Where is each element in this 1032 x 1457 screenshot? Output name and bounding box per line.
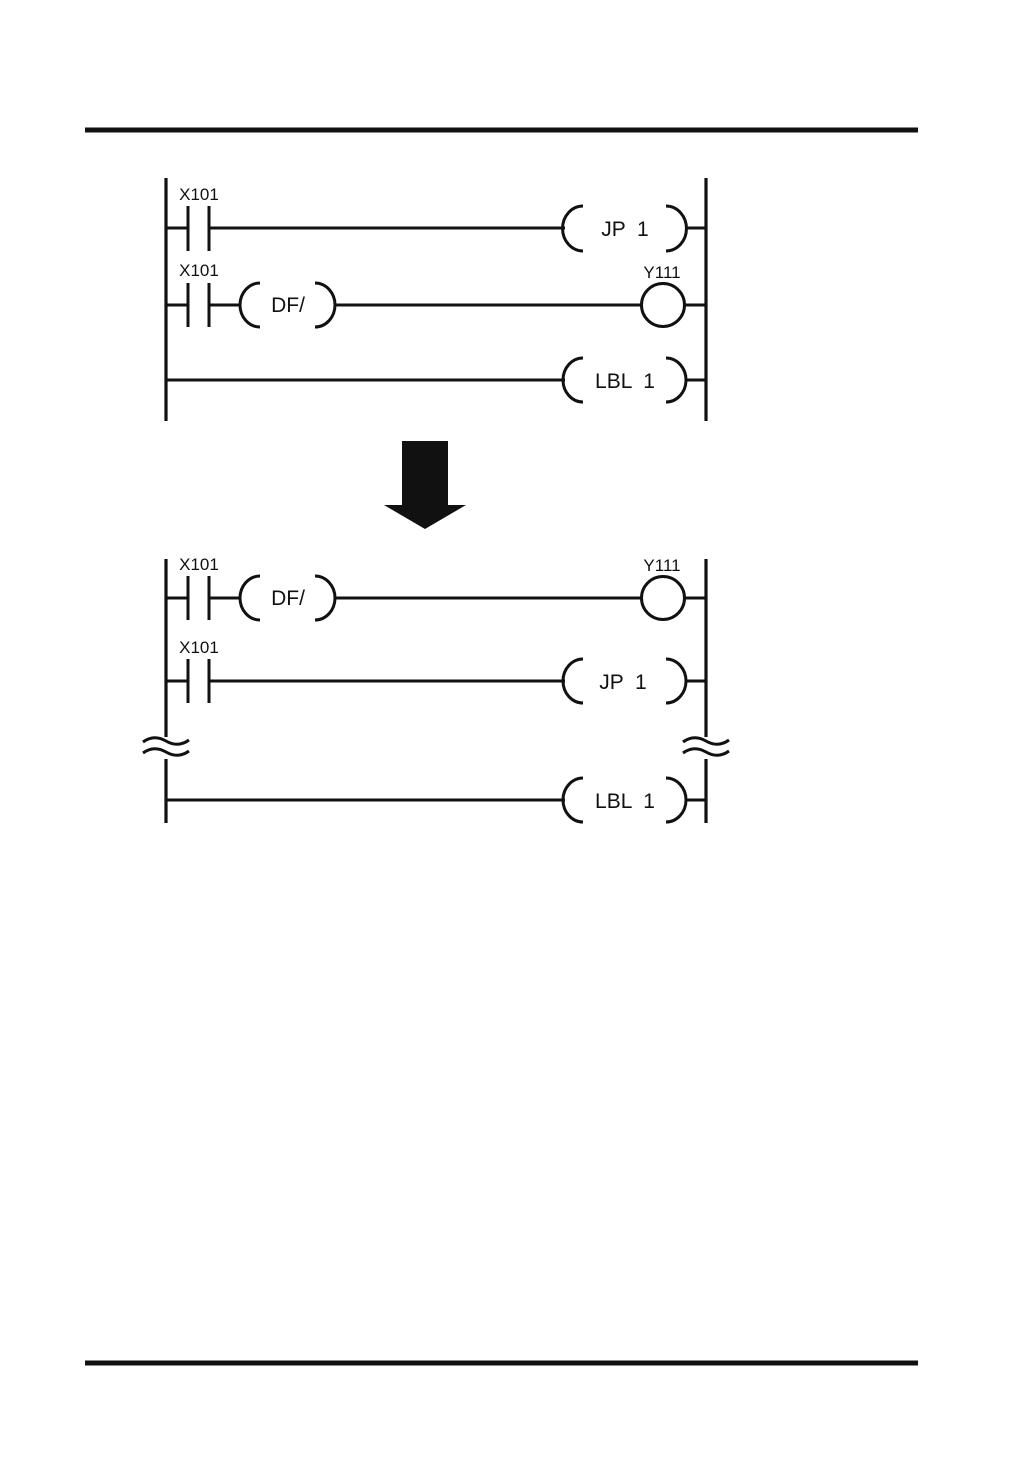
contact-label: X101 xyxy=(179,261,219,280)
jp-instruction-label: JP 1 xyxy=(599,671,646,694)
bottom-rung-3: LBL 1 xyxy=(166,778,706,822)
contact-x101-symbol xyxy=(188,206,209,251)
contact-label: X101 xyxy=(179,638,219,657)
break-mark-left xyxy=(143,738,189,756)
output-coil-label: Y111 xyxy=(643,556,680,575)
bottom-rung-1: X101 DF/ Y111 xyxy=(166,555,706,620)
top-rung-2: X101 DF/ Y111 xyxy=(166,261,706,327)
output-coil-label: Y111 xyxy=(643,263,680,282)
bottom-ladder: X101 DF/ Y111 X101 JP xyxy=(143,555,729,823)
top-ladder: X101 JP 1 X101 DF/ Y1 xyxy=(166,178,706,421)
bottom-rung-2: X101 JP 1 xyxy=(166,638,706,703)
break-mark-right xyxy=(683,738,729,756)
down-arrow-icon xyxy=(384,441,466,529)
contact-x101-symbol xyxy=(188,283,209,327)
lbl-instruction-label: LBL 1 xyxy=(595,790,655,813)
contact-x101-symbol xyxy=(188,576,209,620)
jp-instruction-label: JP 1 xyxy=(601,218,648,241)
lbl-instruction-label: LBL 1 xyxy=(595,370,655,393)
output-coil-symbol xyxy=(642,577,685,620)
contact-label: X101 xyxy=(179,185,219,204)
contact-label: X101 xyxy=(179,555,219,574)
df-instruction-label: DF/ xyxy=(271,294,305,317)
top-rung-1: X101 JP 1 xyxy=(166,185,706,251)
output-coil-symbol xyxy=(642,284,685,327)
df-instruction-label: DF/ xyxy=(271,587,305,610)
top-rung-3: LBL 1 xyxy=(166,358,706,402)
contact-x101-symbol xyxy=(188,659,209,703)
